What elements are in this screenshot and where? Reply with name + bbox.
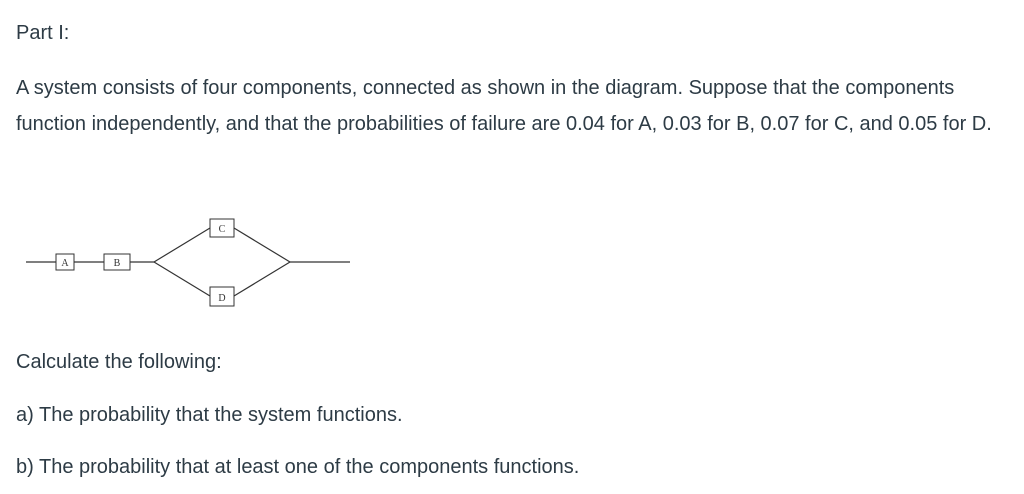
lower-right-wire — [233, 261, 291, 297]
system-diagram: A B C D — [26, 218, 350, 307]
upper-right-wire — [233, 227, 291, 263]
component-d: D — [209, 286, 235, 307]
component-b: B — [103, 253, 131, 271]
upper-left-wire — [153, 227, 211, 263]
component-d-box — [209, 286, 235, 307]
component-a: A — [55, 253, 75, 271]
question-b: b) The probability that at least one of … — [16, 456, 580, 478]
component-b-label: B — [114, 258, 121, 269]
component-c-box — [209, 218, 235, 238]
lower-left-wire — [153, 261, 211, 297]
problem-statement: A system consists of four components, co… — [16, 77, 992, 135]
component-b-box — [103, 253, 131, 271]
component-d-label: D — [218, 293, 225, 304]
component-c: C — [209, 218, 235, 238]
component-a-label: A — [61, 258, 69, 269]
part-heading: Part I: — [16, 22, 70, 44]
component-a-box — [55, 253, 75, 271]
question-a: a) The probability that the system funct… — [16, 404, 403, 426]
component-c-label: C — [219, 224, 226, 235]
calculation-prompt: Calculate the following: — [16, 351, 222, 373]
